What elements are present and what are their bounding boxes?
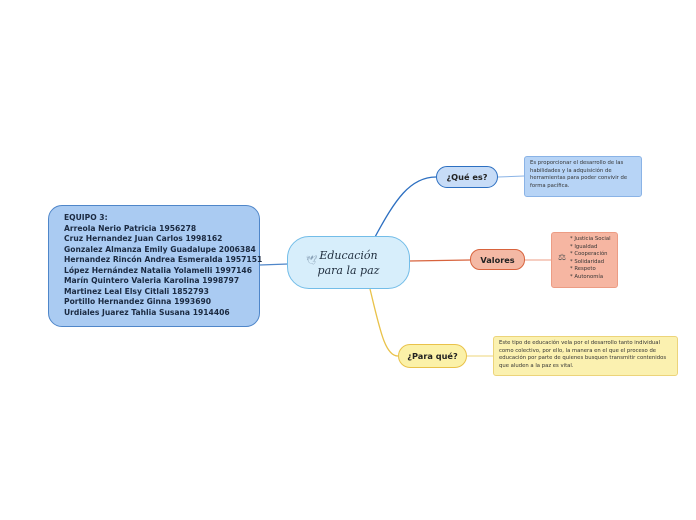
central-title-line1: Educación [319,248,378,262]
team-line: Arreola Nerio Patricia 1956278 [64,223,197,233]
note-text: Este tipo de educación vela por el desar… [499,340,667,369]
value-item: * Solidaridad [570,258,605,265]
branch-valores[interactable]: Valores [470,249,525,270]
value-item: * Autonomía [570,273,604,280]
central-title-line2: para la paz [317,263,380,277]
value-item: * Justicia Social [570,236,611,242]
branch-que-es[interactable]: ¿Qué es? [436,166,498,188]
team-line: EQUIPO 3: [64,213,108,222]
link-central-valores [408,259,471,262]
link-central-que-es [374,176,437,238]
link-central-team [259,263,289,266]
note-valores[interactable]: ⚖ * Justicia Social * Igualdad * Coopera… [551,232,618,288]
note-para-que[interactable]: Este tipo de educación vela por el desar… [493,336,678,376]
team-line: Cruz Hernandez Juan Carlos 1998162 [64,234,223,243]
value-item: * Igualdad [570,243,598,250]
team-line: López Hernández Natalia Yolamelli 199714… [64,265,252,275]
value-item: * Cooperación [570,251,608,258]
team-line: Hernandez Rincón Andrea Esmeralda 195715… [64,255,263,264]
team-line: Marín Quintero Valeria Karolina 1998797 [64,276,240,285]
note-text: Es proporcionar el desarrollo de las hab… [530,160,628,189]
link-que-es-note [497,175,525,178]
branch-para-que[interactable]: ¿Para qué? [398,344,467,368]
team-members-node[interactable]: EQUIPO 3: Arreola Nerio Patricia 1956278… [48,205,263,327]
central-topic-node[interactable]: 🕊 Educación para la paz [287,236,410,289]
team-line: Gonzalez Almanza Emily Guadalupe 2006384 [64,244,256,254]
team-line: Martinez Leal Elsy Citlali 1852793 [64,286,209,296]
branch-label: ¿Para qué? [407,351,458,361]
team-line: Portillo Hernandez Ginna 1993690 [64,297,212,306]
value-item: * Respeto [570,266,596,273]
dove-icon: 🕊 [306,256,318,266]
branch-label: Valores [480,254,515,265]
note-que-es[interactable]: Es proporcionar el desarrollo de las hab… [524,156,642,197]
scale-icon: ⚖ [558,253,567,263]
link-central-para-que [369,288,399,357]
branch-label: ¿Qué es? [446,172,488,182]
team-line: Urdiales Juarez Tahlia Susana 1914406 [64,307,230,317]
